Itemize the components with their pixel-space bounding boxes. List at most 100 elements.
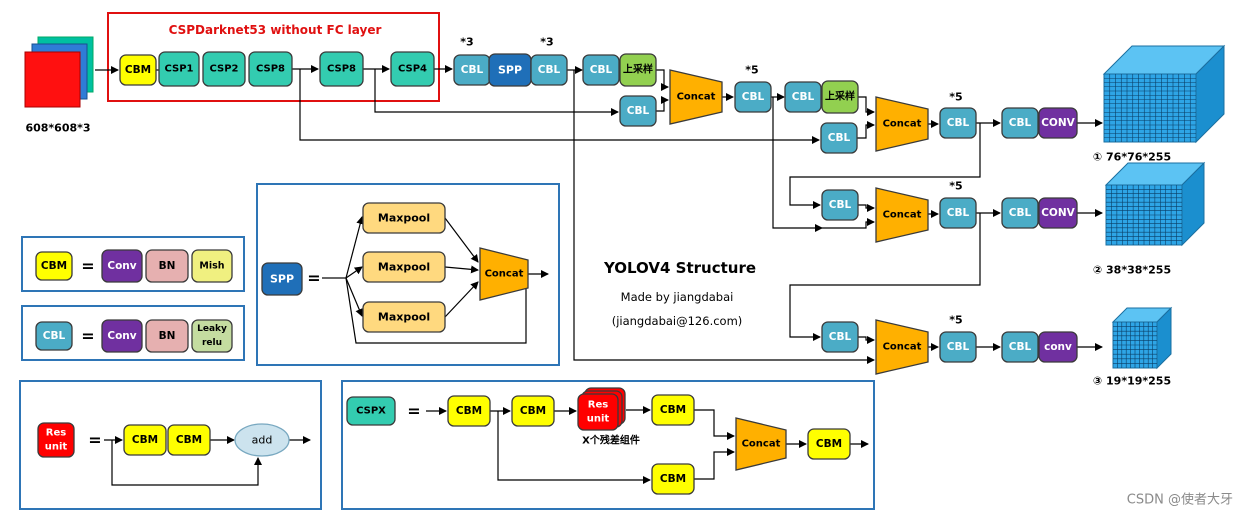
equals-sign: =	[307, 269, 320, 288]
cbl-neck-8	[939, 107, 977, 139]
upsample-1	[619, 53, 657, 87]
legend-cbl	[35, 321, 73, 351]
csp4-block	[390, 51, 435, 87]
legend-cspx	[346, 396, 396, 426]
connector	[374, 69, 619, 116]
cbl-neck-11	[821, 321, 859, 353]
legend-cbm	[35, 251, 73, 281]
cbl-neck-5	[734, 81, 772, 113]
cbl-neck-6	[784, 81, 822, 113]
cspx-cbm-4	[651, 463, 695, 495]
upsample-2-label: 上采样	[825, 90, 855, 103]
csp2-block	[202, 51, 246, 87]
legend-spp-label: SPP	[270, 273, 294, 286]
concat-2	[875, 96, 929, 152]
output-label-76: ① 76*76*255	[1093, 151, 1171, 164]
output-cube-38	[1104, 161, 1206, 247]
repeat-5-a: *5	[745, 64, 758, 77]
spp-branch	[573, 70, 875, 364]
legend-mish-label: Mish	[199, 261, 224, 272]
cbl-head-2	[1001, 197, 1039, 229]
cbl-head-1	[1001, 107, 1039, 139]
input-layer-1	[24, 51, 81, 108]
upsample-1-label: 上采样	[623, 63, 653, 76]
spp-block-label: SPP	[498, 64, 522, 77]
connector	[694, 448, 735, 480]
cbl-neck-9	[821, 189, 859, 221]
resunit-legend-frame	[19, 380, 322, 510]
concat-3	[875, 187, 929, 243]
legend-bn-2-label: BN	[159, 330, 176, 342]
res-cbm-1	[123, 424, 167, 456]
email-line: (jiangdabai@126.com)	[612, 314, 743, 328]
legend-concat-spp-label: Concat	[485, 269, 524, 280]
connector	[789, 213, 981, 341]
output-cube-19	[1111, 306, 1173, 370]
maxpool-3-label: Maxpool	[378, 311, 430, 324]
equals-sign: =	[407, 402, 420, 421]
repeat-5-d: *5	[949, 314, 962, 327]
repeat-5-b: *5	[949, 91, 962, 104]
concat-4	[875, 319, 929, 375]
csp2-block-label: CSP2	[209, 64, 238, 75]
connector	[858, 204, 875, 212]
cbm-legend-frame	[21, 236, 245, 292]
res-stack-front-label: Res	[588, 400, 608, 411]
cbl-neck-6-label: CBL	[792, 91, 815, 103]
legend-leaky	[191, 319, 233, 353]
concat-4-label: Concat	[883, 342, 922, 353]
legend-cspx-label: CSPX	[356, 406, 386, 417]
cbm-backbone-label: CBM	[125, 64, 151, 76]
add-label: add	[252, 434, 273, 447]
diagram-title: YOLOV4 Structure	[603, 259, 756, 277]
legend-bn-1-label: BN	[159, 260, 176, 272]
cbl-neck-2-label: CBL	[538, 64, 561, 76]
add-node	[234, 423, 290, 457]
cbl-neck-4	[619, 95, 657, 127]
legend-mish	[191, 249, 233, 283]
connector	[656, 96, 669, 112]
legend-conv-2	[101, 319, 143, 353]
output-label-38: ② 38*38*255	[1093, 264, 1171, 277]
connector	[345, 277, 363, 317]
connector	[345, 274, 527, 344]
cbl-neck-3-label: CBL	[590, 64, 613, 76]
cspx-cbm-3-label: CBM	[660, 404, 686, 416]
cspx-cbm-3	[651, 394, 695, 426]
output-cube-76	[1102, 44, 1226, 144]
legend-conv-2-label: Conv	[107, 330, 136, 342]
legend-bn-2	[145, 319, 189, 353]
legend-res-unit-label: Res	[46, 428, 66, 439]
legend-cbl-label: CBL	[43, 330, 66, 342]
connector	[822, 218, 875, 229]
cbl-neck-12	[939, 331, 977, 363]
legend-leaky-label: Leaky	[197, 324, 227, 334]
cbl-legend-frame	[21, 305, 245, 361]
concat-1	[669, 69, 723, 125]
conv-head-2	[1038, 197, 1078, 229]
conv-head-1	[1038, 107, 1078, 139]
concat-2-label: Concat	[883, 119, 922, 130]
equals-sign: =	[81, 327, 94, 346]
cspx-cbm-1-label: CBM	[456, 405, 482, 417]
connector	[444, 217, 479, 263]
cbl-head-3	[1001, 331, 1039, 363]
conv-head-1-label: CONV	[1041, 117, 1075, 129]
connector	[111, 440, 262, 486]
legend-conv-1-label: Conv	[107, 260, 136, 272]
cbl-neck-10	[939, 197, 977, 229]
res-cbm-2-label: CBM	[176, 434, 202, 446]
connector	[694, 409, 735, 440]
csp8-block-1	[248, 51, 293, 87]
res-cbm-1-label: CBM	[132, 434, 158, 446]
maxpool-2	[362, 251, 446, 283]
maxpool-1-label: Maxpool	[378, 212, 430, 225]
conv-head-3	[1038, 331, 1078, 363]
connector	[444, 281, 479, 318]
cbl-neck-7	[820, 122, 858, 154]
cbl-neck-2	[530, 54, 568, 86]
equals-sign: =	[88, 431, 101, 450]
cbl-neck-10-label: CBL	[947, 207, 970, 219]
backbone-frame	[107, 12, 440, 102]
legend-conv-1	[101, 249, 143, 283]
